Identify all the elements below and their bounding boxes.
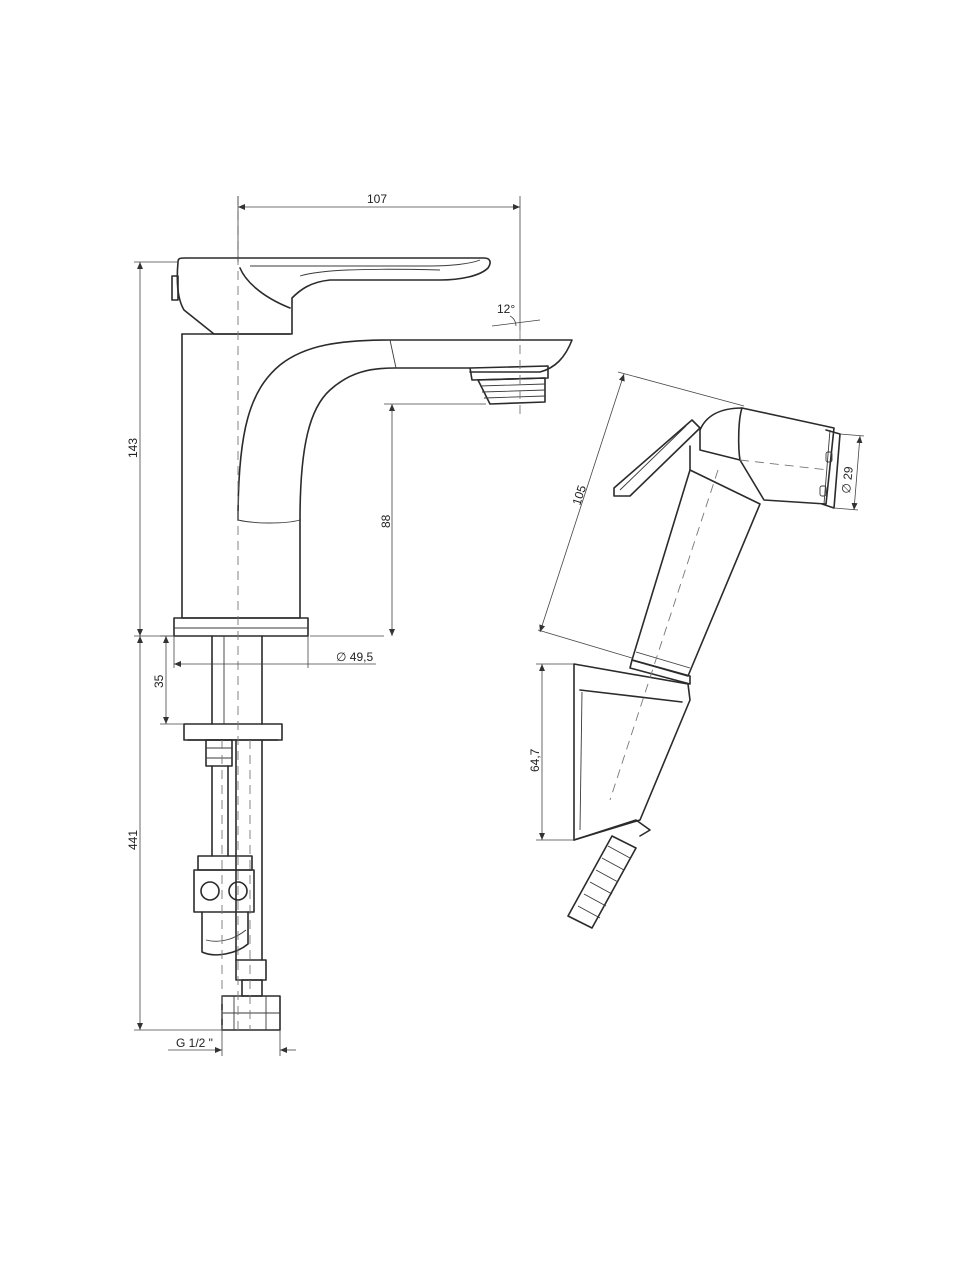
dim-64-7: [536, 663, 574, 841]
dim-441: [134, 636, 222, 1031]
dim-label-88: 88: [379, 514, 393, 528]
dim-107: [237, 196, 521, 330]
dim-88: [310, 403, 486, 637]
faucet-base: [173, 617, 309, 637]
dim-thread: [168, 1030, 296, 1056]
dim-label-107: 107: [367, 192, 387, 206]
dim-diameter-29: [833, 433, 865, 511]
dim-label-143: 143: [126, 438, 140, 458]
dim-label-diameter-29: ∅ 29: [839, 466, 856, 495]
flex-hose: [193, 739, 281, 1031]
dim-35: [160, 635, 184, 725]
dim-label-diameter: ∅ 49,5: [336, 650, 373, 664]
dim-label-35: 35: [152, 674, 166, 688]
faucet-lever: [171, 257, 491, 335]
dim-105: [537, 371, 745, 659]
faucet-body: [181, 333, 573, 619]
shower-centerline: [609, 469, 719, 801]
shower-holder: [573, 663, 691, 841]
hand-shower: [613, 407, 841, 685]
dim-label-441: 441: [126, 830, 140, 850]
dim-143: [134, 261, 178, 637]
dim-label-64-7: 64,7: [528, 748, 542, 772]
dim-label-thread: G 1/2 ": [176, 1036, 213, 1050]
dim-diameter-base: [173, 636, 376, 668]
mounting-stud: [183, 635, 283, 767]
dim-angle-12: [491, 315, 541, 327]
shower-hose: [567, 835, 637, 929]
dim-label-105: 105: [570, 483, 590, 507]
dim-label-angle: 12°: [497, 302, 515, 316]
shower-head-centerline: [739, 459, 829, 471]
